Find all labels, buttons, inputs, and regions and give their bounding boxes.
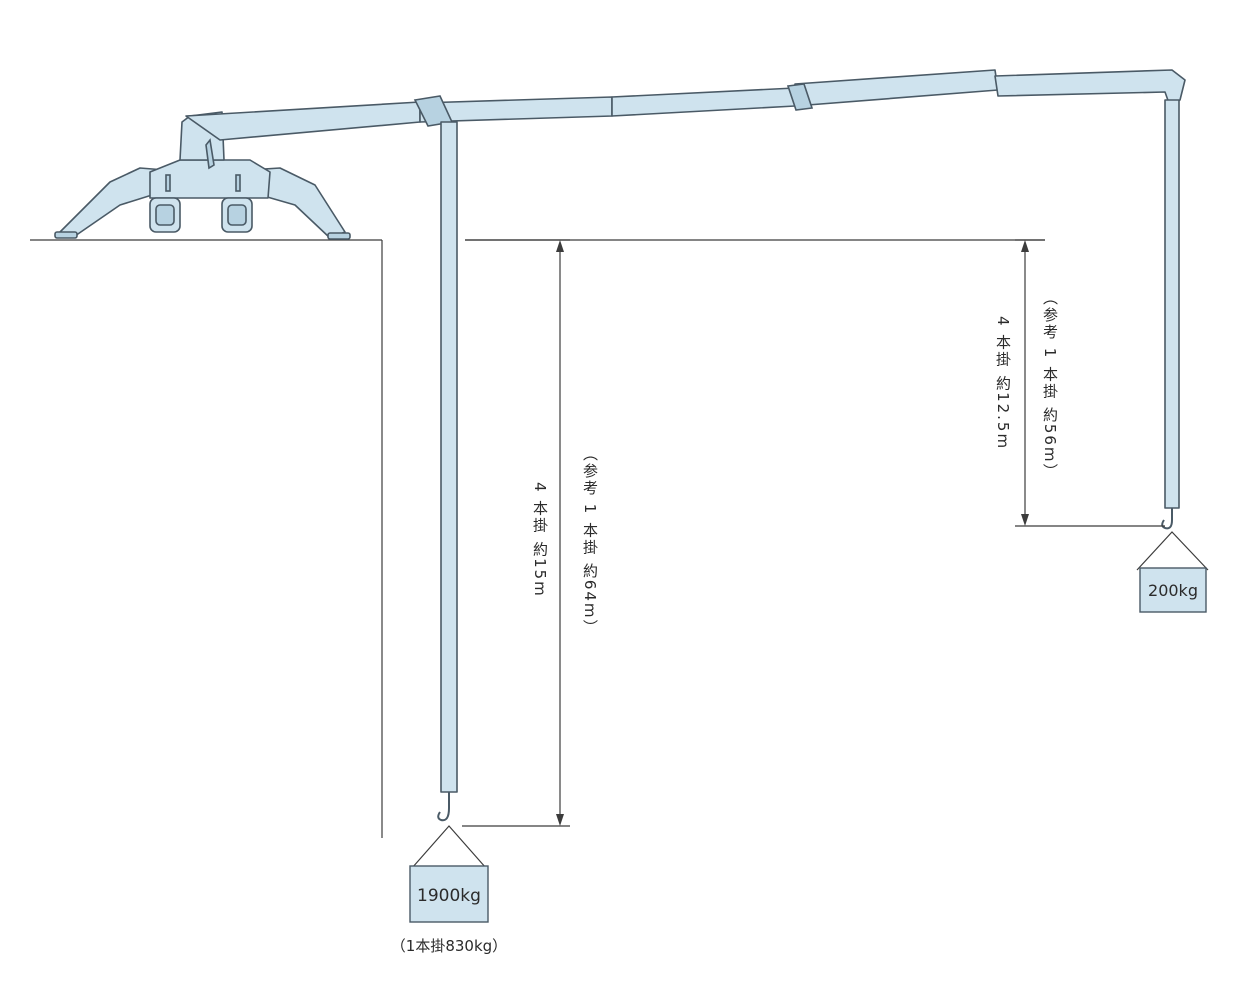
near-hoist-column — [440, 121, 458, 793]
right-outrigger-pad — [327, 232, 351, 240]
far-hoist — [1161, 99, 1180, 530]
near-dimension-arrow-bottom — [556, 814, 564, 826]
far-dimension-arrow-top — [1021, 240, 1029, 252]
right-body-slot — [235, 174, 241, 192]
near-dimension-label: 4 本掛 約15m — [531, 482, 549, 598]
far-dimension-arrow-bottom — [1021, 514, 1029, 526]
crane-carrier — [54, 111, 351, 240]
near-hoist — [437, 121, 458, 822]
far-load: 200kg — [1136, 531, 1209, 613]
near-load-box — [409, 865, 489, 923]
left-outrigger-pad — [54, 231, 78, 239]
left-body-slot — [165, 174, 171, 192]
boom-tip-section — [994, 69, 1186, 107]
near-hook-icon — [437, 792, 450, 822]
boom-section-3 — [611, 87, 796, 117]
near-dimension-reference: （参考 1 本掛 約64m） — [581, 446, 599, 637]
near-load-weight: 1900kg — [417, 886, 481, 906]
turret-cylinder — [205, 138, 215, 170]
near-dimension — [462, 239, 570, 827]
right-track-inner — [227, 204, 247, 226]
far-dimension — [1015, 239, 1165, 527]
far-dimension-label: 4 本掛 約12.5m — [994, 316, 1012, 450]
near-sling — [411, 825, 487, 869]
far-dimension-reference: （参考 1 本掛 約56m） — [1041, 290, 1059, 481]
crane-boom — [185, 69, 1186, 141]
far-load-box — [1139, 567, 1207, 613]
boom-collar-far — [786, 83, 814, 111]
near-dimension-arrow-top — [556, 240, 564, 252]
far-load-weight: 200kg — [1148, 581, 1198, 600]
far-sling — [1136, 531, 1209, 571]
boom-section-1 — [185, 101, 421, 141]
near-load-note: （1本掛830kg） — [391, 937, 507, 955]
near-load: 1900kg （1本掛830kg） — [391, 825, 507, 955]
left-track-inner — [155, 204, 175, 226]
far-hook-icon — [1161, 508, 1173, 530]
boom-section-jib — [794, 69, 999, 107]
far-hoist-column — [1164, 99, 1180, 509]
